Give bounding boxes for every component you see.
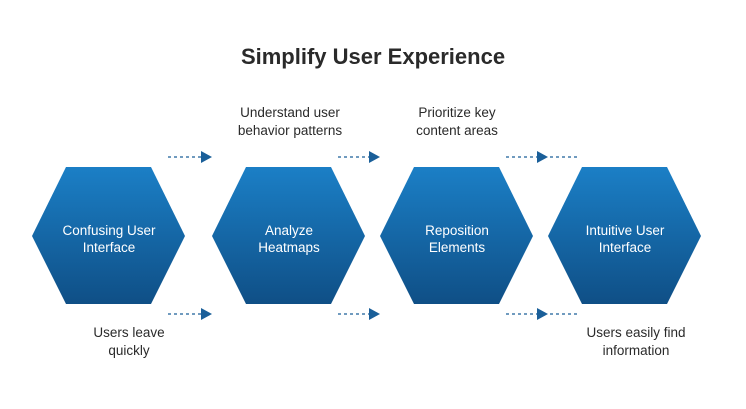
step-3-label: Reposition Elements xyxy=(425,223,489,255)
step-1-label: Confusing User Interface xyxy=(62,223,156,255)
hexagon-step-2 xyxy=(212,167,365,304)
bottom-arrowhead-3 xyxy=(537,308,548,320)
hexagon-step-3 xyxy=(380,167,533,304)
top-note-1: Understand user behavior patterns xyxy=(237,105,343,138)
top-arrowhead-1 xyxy=(201,151,212,163)
bottom-note-2: Users easily find information xyxy=(586,325,686,358)
bottom-arrowhead-2 xyxy=(369,308,380,320)
top-arrowhead-2 xyxy=(369,151,380,163)
top-note-2: Prioritize key content areas xyxy=(416,105,498,138)
hexagon-step-4 xyxy=(548,167,701,304)
diagram-title: Simplify User Experience xyxy=(240,44,506,69)
step-4-label: Intuitive User Interface xyxy=(585,223,665,255)
hexagon-step-1 xyxy=(32,167,185,304)
bottom-arrowhead-1 xyxy=(201,308,212,320)
top-arrowhead-3 xyxy=(537,151,548,163)
bottom-note-1: Users leave quickly xyxy=(93,325,165,358)
step-2-label: Analyze Heatmaps xyxy=(258,223,320,255)
